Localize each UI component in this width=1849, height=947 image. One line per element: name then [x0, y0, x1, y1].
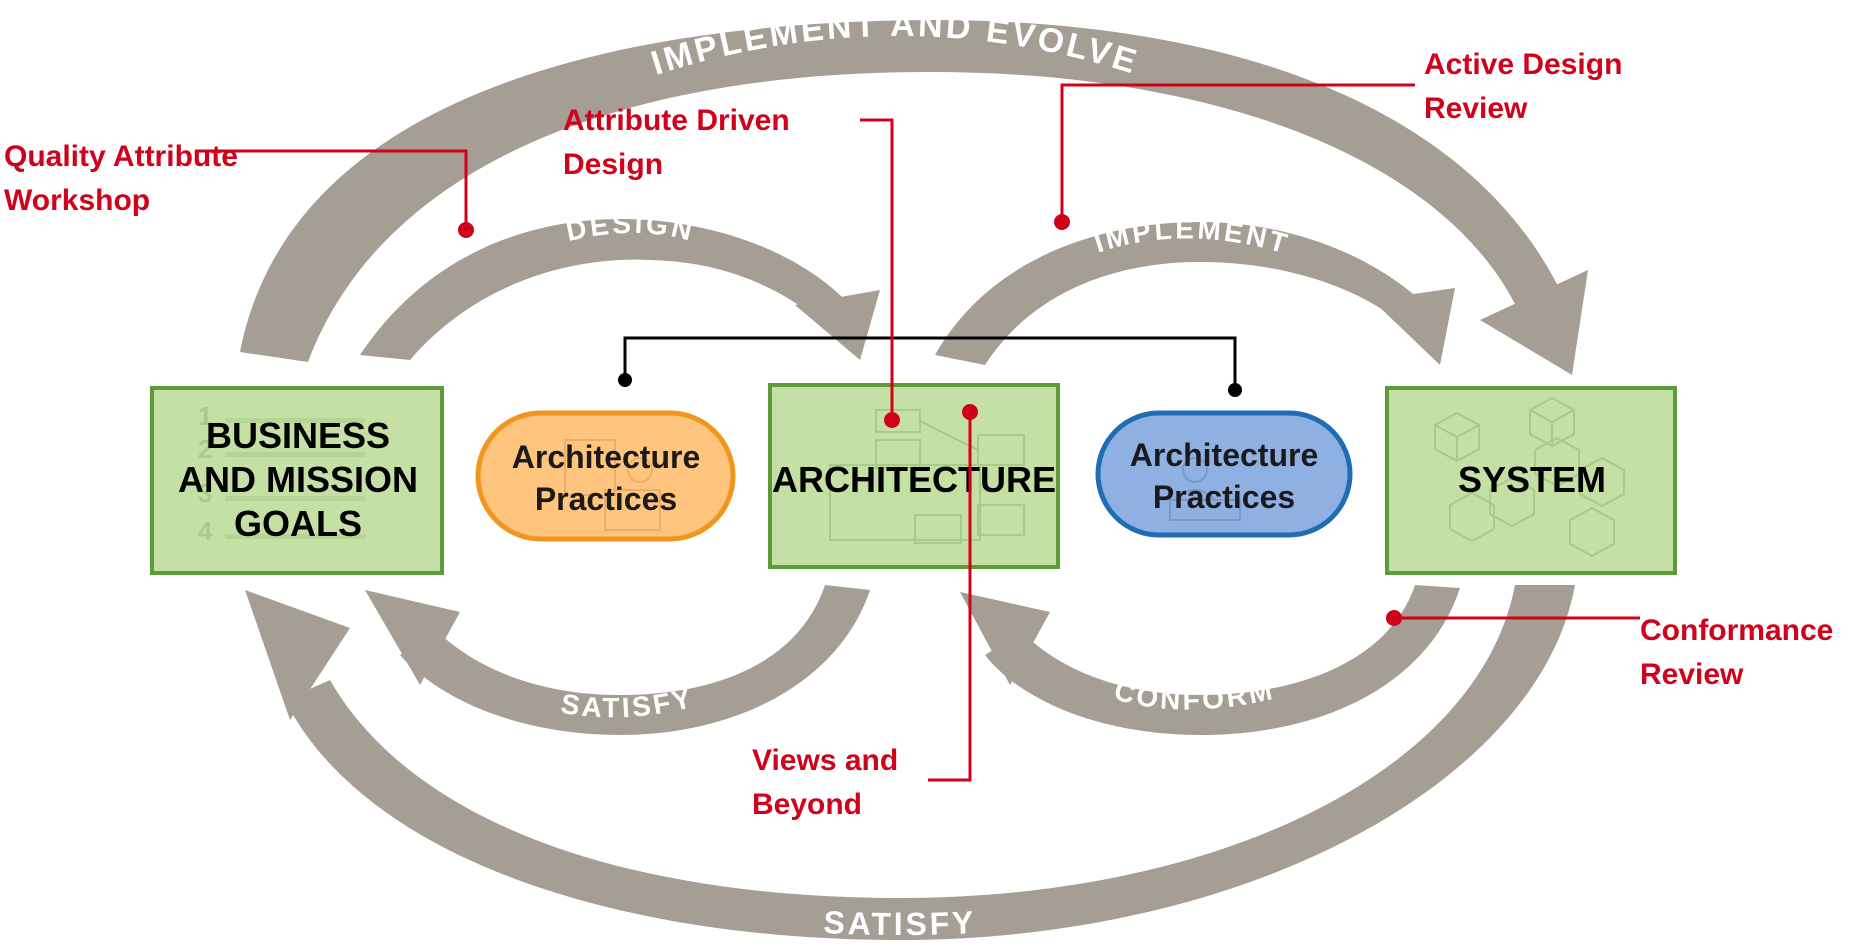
- vab-line-2: Beyond: [752, 788, 862, 821]
- satisfy-inner-arrow: [400, 585, 870, 735]
- implement-and-evolve-arrowhead: [1480, 270, 1588, 375]
- numbered-list-watermark: 1 2 3 4: [198, 401, 365, 546]
- satisfy-outer-arrow: [285, 585, 1575, 940]
- callout-views-and-beyond: Views and Beyond: [752, 404, 978, 821]
- people-icon: [564, 439, 661, 531]
- svg-text:4: 4: [198, 516, 213, 546]
- satisfy-outer-arrowhead: [245, 590, 350, 720]
- conformance-line-1: Conformance: [1640, 614, 1833, 647]
- conformance-line-2: Review: [1640, 658, 1744, 691]
- person-at-desk-icon: [1169, 457, 1241, 521]
- system-box: SYSTEM: [1385, 386, 1677, 575]
- lifecycle-arrows: [240, 20, 1588, 940]
- system-label: SYSTEM: [1458, 459, 1606, 500]
- satisfy-outer-label: SATISFY: [823, 904, 977, 942]
- pill-left-line-1: Architecture: [512, 439, 701, 475]
- cubes-icon: [1434, 396, 1625, 558]
- qaw-line-2: Workshop: [4, 184, 150, 217]
- design-arrow: [360, 218, 850, 360]
- goals-line-3: GOALS: [234, 503, 362, 544]
- pill-left-line-2: Practices: [535, 481, 677, 517]
- goals-line-1: BUSINESS: [206, 415, 390, 456]
- implement-and-evolve-arrow: [240, 20, 1560, 362]
- pill-right-line-1: Architecture: [1130, 437, 1319, 473]
- architecture-practices-pill-left: Architecture Practices: [475, 410, 736, 542]
- add-line-2: Design: [563, 148, 663, 181]
- architecture-practices-pill-right: Architecture Practices: [1095, 410, 1353, 538]
- architecture-box: ARCHITECTURE: [768, 383, 1060, 569]
- component-diagram-icon: [829, 409, 1025, 544]
- callout-attribute-driven-design: Attribute Driven Design: [563, 104, 900, 428]
- conform-label: CONFORM: [1111, 674, 1278, 716]
- adr-line-2: Review: [1424, 92, 1528, 125]
- callout-active-design-review: Active Design Review: [1054, 48, 1622, 230]
- add-line-1: Attribute Driven: [563, 104, 790, 137]
- callout-conformance-review: Conformance Review: [1386, 610, 1833, 691]
- qaw-line-1: Quality Attribute: [4, 140, 238, 173]
- conform-arrowhead: [960, 592, 1050, 685]
- svg-text:2: 2: [198, 434, 212, 464]
- goals-line-2: AND MISSION: [178, 459, 418, 500]
- adr-line-1: Active Design: [1424, 48, 1622, 81]
- practices-connector: [618, 336, 1242, 397]
- vab-line-1: Views and: [752, 744, 898, 777]
- conform-arrow: [985, 585, 1460, 735]
- callout-quality-attribute-workshop: Quality Attribute Workshop: [4, 140, 474, 238]
- architecture-label: ARCHITECTURE: [772, 459, 1056, 500]
- svg-text:1: 1: [198, 401, 212, 431]
- svg-text:3: 3: [198, 478, 212, 508]
- design-arrowhead: [795, 290, 880, 360]
- pill-right-line-2: Practices: [1153, 479, 1295, 515]
- implement-arrowhead: [1372, 288, 1455, 365]
- implement-arrow: [935, 222, 1420, 365]
- satisfy-inner-arrowhead: [365, 590, 460, 685]
- business-goals-box: 1 2 3 4 BUSINESS AND MISSION GOALS: [150, 386, 444, 575]
